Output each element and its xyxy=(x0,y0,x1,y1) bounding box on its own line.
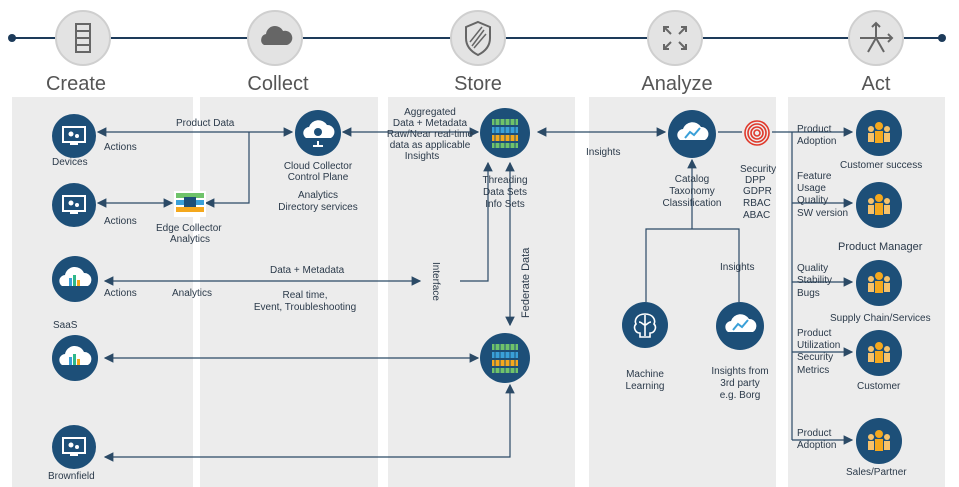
catalog-label-2: Taxonomy xyxy=(669,186,715,197)
product-data-label: Product Data xyxy=(176,118,235,129)
cloud-collector-node[interactable] xyxy=(295,110,341,156)
security-label-5: ABAC xyxy=(743,210,771,221)
saas-label: SaaS xyxy=(53,320,78,331)
edge-collector-label-1: Edge Collector xyxy=(156,223,222,234)
edge-collector-icon[interactable] xyxy=(174,191,206,217)
product-adoption-label-2a: Product xyxy=(797,428,832,439)
federate-data-label: Federate Data xyxy=(520,247,532,318)
stage-title-analyze: Analyze xyxy=(641,73,713,95)
fingerprint-icon xyxy=(743,119,771,147)
edge-collector-label-2: Analytics xyxy=(170,234,211,245)
saas-node-2[interactable] xyxy=(52,335,98,381)
product-adoption-label-1a: Product xyxy=(797,124,832,135)
customer-node[interactable] xyxy=(856,330,902,376)
saas-node-1[interactable] xyxy=(52,256,98,302)
feature-label-2: Usage xyxy=(797,183,826,194)
security-label-3: GDPR xyxy=(743,186,772,197)
stage-title-collect: Collect xyxy=(247,73,309,95)
third-party-node[interactable] xyxy=(716,302,764,350)
product-utilization-label-3: Security xyxy=(797,352,834,363)
cloud-stage-icon xyxy=(247,10,303,66)
data-metadata-label: Data + Metadata xyxy=(270,265,345,276)
actions-label-3: Actions xyxy=(104,288,137,299)
machine-learning-node[interactable] xyxy=(622,302,668,348)
analytics-dir-label-1: Analytics xyxy=(297,190,338,201)
ml-label-2: Learning xyxy=(625,381,665,392)
device-2-node[interactable] xyxy=(52,183,96,227)
feature-label-4: SW version xyxy=(797,208,849,219)
product-adoption-label-1b: Adoption xyxy=(797,136,837,147)
realtime-label-1: Real time, xyxy=(282,290,328,301)
customer-label: Customer xyxy=(857,381,901,392)
cloud-collector-label-2: Control Plane xyxy=(287,172,349,183)
quality-label-3: Bugs xyxy=(797,288,820,299)
supply-chain-label: Supply Chain/Services xyxy=(830,313,931,324)
catalog-node[interactable] xyxy=(668,110,716,158)
brownfield-node[interactable] xyxy=(52,425,96,469)
analyze-panel xyxy=(589,97,776,487)
feature-label-3: Quality xyxy=(797,195,829,206)
security-label-1: Security xyxy=(740,164,777,175)
aggregated-label-4: data as applicable xyxy=(389,140,471,151)
devices-node[interactable] xyxy=(52,114,96,158)
brownfield-label: Brownfield xyxy=(48,471,95,482)
cloud-collector-label-1: Cloud Collector xyxy=(283,161,353,172)
threading-store-node[interactable] xyxy=(480,108,530,158)
server-stage-icon xyxy=(55,10,111,66)
shield-stage-icon xyxy=(450,10,506,66)
ml-label-1: Machine xyxy=(626,369,664,380)
analytics-dir-label-2: Directory services xyxy=(278,202,358,213)
product-manager-label: Product Manager xyxy=(838,241,923,253)
aggregated-label-5: Insights xyxy=(404,151,440,162)
stage-title-create: Create xyxy=(45,73,107,95)
product-utilization-label-1: Product xyxy=(797,328,832,339)
supply-chain-node[interactable] xyxy=(856,260,902,306)
threading-label-2: Data Sets xyxy=(483,187,527,198)
quality-label-1: Quality xyxy=(797,263,829,274)
threading-label-1: Threading xyxy=(482,175,528,186)
product-manager-node[interactable] xyxy=(856,182,902,228)
catalog-label-3: Classification xyxy=(662,198,722,209)
realtime-label-2: Event, Troubleshooting xyxy=(253,302,357,313)
actions-label-1: Actions xyxy=(104,142,137,153)
security-label-4: RBAC xyxy=(743,198,771,209)
product-utilization-label-4: Metrics xyxy=(797,365,830,376)
customer-success-label: Customer success xyxy=(840,160,923,171)
aggregated-label-2: Data + Metadata xyxy=(392,118,468,129)
threading-label-3: Info Sets xyxy=(485,199,525,210)
quality-label-2: Stability xyxy=(797,275,833,286)
product-adoption-label-2b: Adoption xyxy=(797,440,837,451)
stage-title-store: Store xyxy=(454,73,502,95)
analytics-label: Analytics xyxy=(172,288,213,299)
insights-up-label: Insights xyxy=(720,262,755,273)
interface-label: Interface xyxy=(430,262,441,301)
customer-success-node[interactable] xyxy=(856,110,902,156)
security-label-2: DPP xyxy=(745,175,766,186)
federated-store-node[interactable] xyxy=(480,333,530,383)
aggregated-label-3: Raw/Near real-time xyxy=(386,129,474,140)
sales-partner-label: Sales/Partner xyxy=(846,467,907,478)
sales-partner-node[interactable] xyxy=(856,418,902,464)
devices-label: Devices xyxy=(52,157,88,168)
feature-label-1: Feature xyxy=(797,171,832,182)
stage-title-act: Act xyxy=(861,73,891,95)
product-utilization-label-2: Utilization xyxy=(797,340,841,351)
third-party-label-1: Insights from xyxy=(711,366,769,377)
actions-label-2: Actions xyxy=(104,216,137,227)
third-party-label-2: 3rd party xyxy=(720,378,760,389)
catalog-label-1: Catalog xyxy=(674,174,710,185)
routing-stage-icon xyxy=(848,10,904,66)
insights-in-label: Insights xyxy=(586,147,621,158)
expand-stage-icon xyxy=(647,10,703,66)
aggregated-label-1: Aggregated xyxy=(404,107,456,118)
third-party-label-3: e.g. Borg xyxy=(719,390,761,401)
